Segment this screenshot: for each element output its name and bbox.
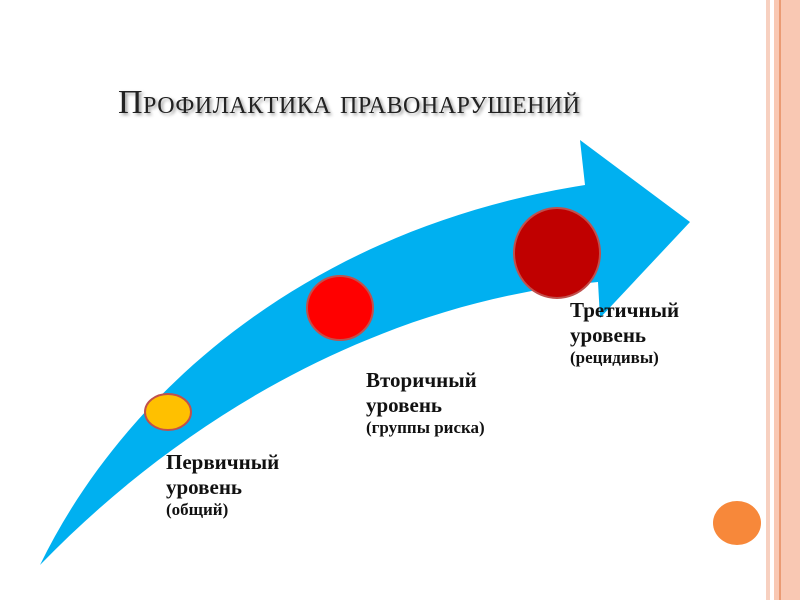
- level-1-word: уровень: [166, 475, 243, 500]
- level-2-note: (группы риска): [366, 418, 485, 438]
- decorative-circle: [713, 501, 761, 545]
- slide-title: Профилактика правонарушений: [118, 84, 581, 121]
- level-2-circle: [306, 275, 374, 341]
- level-3-name: Третичный: [570, 298, 680, 322]
- border-line: [779, 0, 781, 600]
- level-2-name: Вторичный: [366, 368, 477, 392]
- level-3-label: Третичный уровень (рецидивы): [570, 298, 679, 369]
- level-1-note: (общий): [166, 500, 229, 520]
- level-1-label: Первичный уровень (общий): [166, 450, 279, 521]
- border-band: [774, 0, 800, 600]
- level-1-name: Первичный: [166, 450, 280, 474]
- level-2-label: Вторичный уровень (группы риска): [366, 368, 485, 439]
- level-3-note: (рецидивы): [570, 348, 659, 368]
- border-stripe: [766, 0, 770, 600]
- level-3-circle: [513, 207, 601, 299]
- level-2-word: уровень: [366, 393, 443, 418]
- level-3-word: уровень: [570, 323, 647, 348]
- level-1-circle: [144, 393, 192, 431]
